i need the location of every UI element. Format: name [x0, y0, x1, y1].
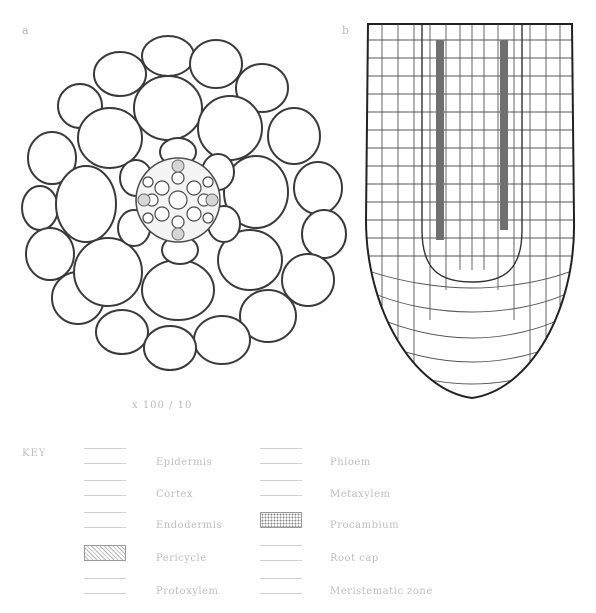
key-label-1: Epidermis	[156, 457, 212, 468]
figure-caption: x 100 / 10	[132, 400, 192, 411]
vascular-strand-left	[436, 40, 444, 240]
root-longitudinal-section	[360, 20, 582, 402]
key-swatch-3	[84, 512, 126, 528]
key-swatch-7	[260, 480, 302, 496]
key-swatch-1	[84, 448, 126, 464]
key-label-6: Phloem	[330, 457, 371, 468]
key-label-10: Meristematic zone	[330, 586, 433, 597]
root-transverse-section	[18, 28, 354, 378]
vascular-strand-right	[500, 40, 508, 230]
key-label-3: Endodermis	[156, 520, 222, 531]
key-title: KEY	[22, 448, 46, 459]
key-label-8: Procambium	[330, 520, 399, 531]
key-swatch-4	[84, 545, 126, 561]
key-label-9: Root cap	[330, 553, 379, 564]
key-swatch-10	[260, 578, 302, 594]
key-label-2: Cortex	[156, 489, 193, 500]
key-swatch-8	[260, 512, 302, 528]
key-label-4: Pericycle	[156, 553, 207, 564]
key-swatch-2	[84, 480, 126, 496]
key-swatch-6	[260, 448, 302, 464]
key-swatch-5	[84, 578, 126, 594]
key-swatch-9	[260, 545, 302, 561]
key-label-5: Protoxylem	[156, 586, 218, 597]
key-label-7: Metaxylem	[330, 489, 391, 500]
